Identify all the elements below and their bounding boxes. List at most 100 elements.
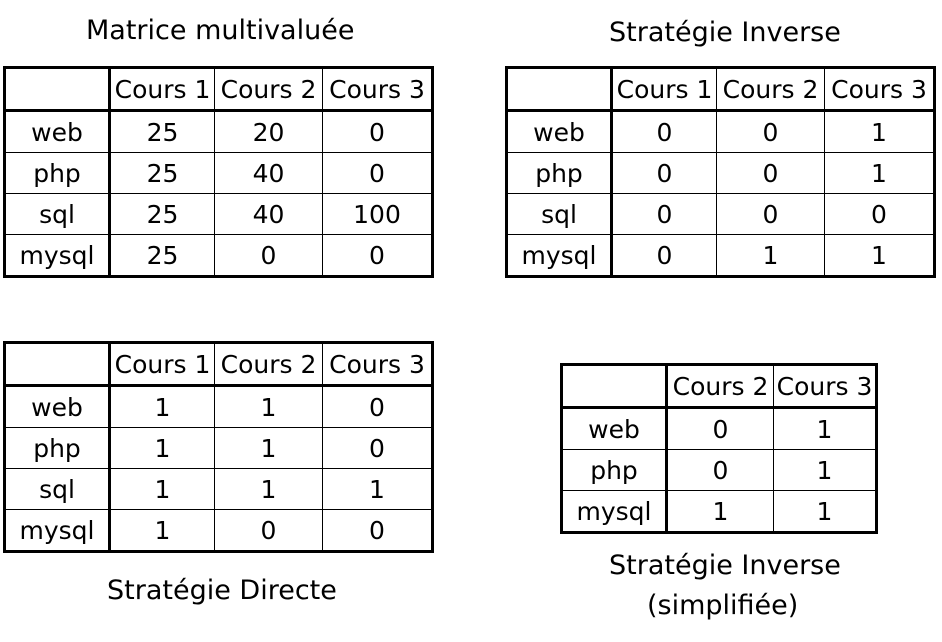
row-label: php: [4, 427, 111, 469]
row-label: sql: [4, 193, 111, 235]
value-cell: 0: [611, 110, 717, 153]
value-cell: 0: [322, 385, 433, 428]
column-header: Cours 1: [109, 67, 215, 112]
title-strategie-inverse-simplifiee-line2: (simplifiée): [647, 590, 799, 621]
value-cell: 0: [214, 234, 323, 277]
value-cell: 0: [322, 509, 433, 552]
value-cell: 0: [666, 407, 774, 450]
value-cell: 1: [824, 234, 935, 277]
value-cell: 25: [109, 152, 215, 194]
value-cell: 0: [824, 193, 935, 235]
value-cell: 0: [611, 152, 717, 194]
row-label: php: [4, 152, 111, 194]
value-cell: 0: [322, 110, 433, 153]
row-label: sql: [4, 468, 111, 510]
value-cell: 0: [322, 234, 433, 277]
value-cell: 0: [716, 152, 825, 194]
column-header: Cours 2: [214, 67, 323, 112]
title-matrice-multivaluee: Matrice multivaluée: [86, 15, 355, 46]
value-cell: 1: [109, 427, 215, 469]
value-cell: 40: [214, 193, 323, 235]
value-cell: 1: [214, 385, 323, 428]
column-header: Cours 3: [824, 67, 935, 112]
value-cell: 1: [214, 427, 323, 469]
column-header: Cours 1: [109, 342, 215, 387]
row-label: mysql: [4, 509, 111, 552]
value-cell: 1: [322, 468, 433, 510]
row-label: php: [506, 152, 613, 194]
value-cell: 1: [666, 490, 774, 533]
value-cell: 0: [322, 427, 433, 469]
value-cell: 1: [824, 110, 935, 153]
column-header: Cours 2: [666, 364, 774, 409]
column-header: Cours 3: [322, 67, 433, 112]
row-label: mysql: [506, 234, 613, 277]
title-strategie-directe: Stratégie Directe: [107, 575, 337, 606]
row-label: web: [506, 110, 613, 153]
value-cell: 1: [773, 449, 877, 491]
value-cell: 0: [214, 509, 323, 552]
value-cell: 1: [109, 385, 215, 428]
row-label: sql: [506, 193, 613, 235]
value-cell: 0: [666, 449, 774, 491]
row-label: php: [561, 449, 668, 491]
value-cell: 1: [773, 490, 877, 533]
value-cell: 40: [214, 152, 323, 194]
row-label: mysql: [561, 490, 668, 533]
value-cell: 1: [716, 234, 825, 277]
column-header: Cours 2: [716, 67, 825, 112]
column-header: Cours 2: [214, 342, 323, 387]
row-label: web: [4, 110, 111, 153]
row-label: mysql: [4, 234, 111, 277]
value-cell: 100: [322, 193, 433, 235]
header-corner-cell: [4, 67, 111, 112]
value-cell: 1: [824, 152, 935, 194]
value-cell: 0: [322, 152, 433, 194]
value-cell: 1: [214, 468, 323, 510]
value-cell: 0: [716, 193, 825, 235]
row-label: web: [561, 407, 668, 450]
column-header: Cours 3: [322, 342, 433, 387]
value-cell: 0: [611, 234, 717, 277]
header-corner-cell: [4, 342, 111, 387]
value-cell: 1: [109, 509, 215, 552]
title-strategie-inverse: Stratégie Inverse: [609, 17, 841, 48]
header-corner-cell: [506, 67, 613, 112]
value-cell: 1: [773, 407, 877, 450]
value-cell: 25: [109, 193, 215, 235]
column-header: Cours 3: [773, 364, 877, 409]
value-cell: 25: [109, 110, 215, 153]
column-header: Cours 1: [611, 67, 717, 112]
header-corner-cell: [561, 364, 668, 409]
value-cell: 25: [109, 234, 215, 277]
value-cell: 1: [109, 468, 215, 510]
title-strategie-inverse-simplifiee-line1: Stratégie Inverse: [609, 550, 841, 581]
value-cell: 0: [611, 193, 717, 235]
value-cell: 0: [716, 110, 825, 153]
row-label: web: [4, 385, 111, 428]
value-cell: 20: [214, 110, 323, 153]
